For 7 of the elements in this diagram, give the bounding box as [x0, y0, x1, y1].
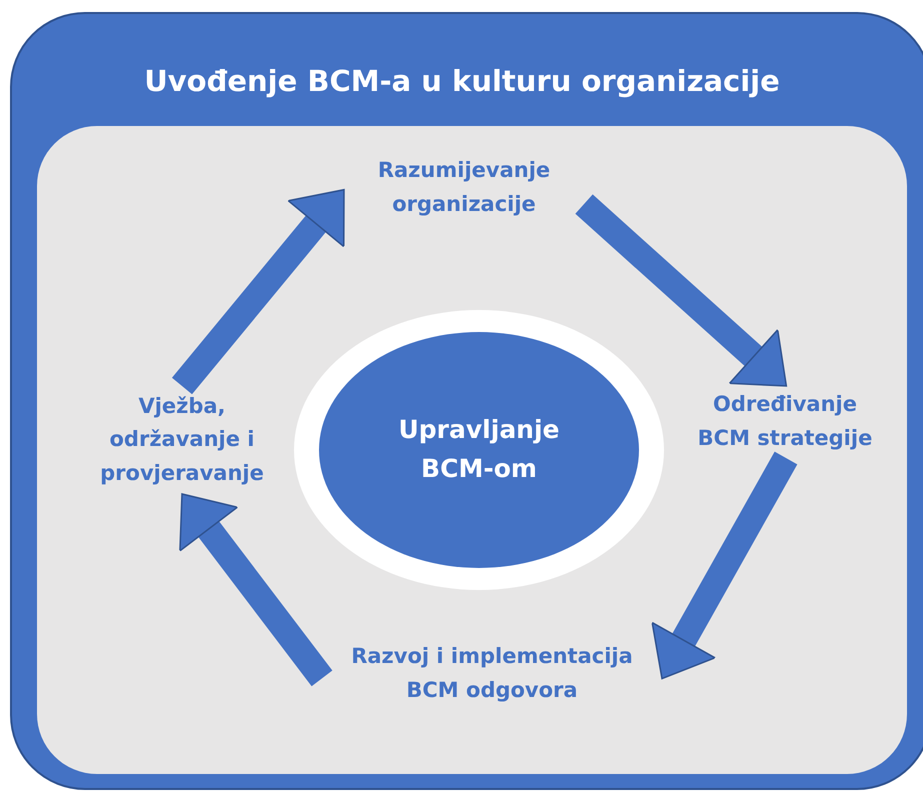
- title-heading: Uvođenje BCM-a u kulturu organizacije: [144, 64, 780, 98]
- stage-label: Razvoj i implementacija BCM odgovora: [350, 643, 634, 704]
- stage-label: Razumijevanje organizacije: [376, 157, 552, 218]
- outer-frame: [10, 12, 923, 790]
- center-label: Upravljanje BCM-om: [397, 414, 561, 485]
- stage-label: Vježba, održavanje i provjeravanje: [99, 392, 265, 487]
- stage-label: Određivanje BCM strategije: [696, 391, 874, 452]
